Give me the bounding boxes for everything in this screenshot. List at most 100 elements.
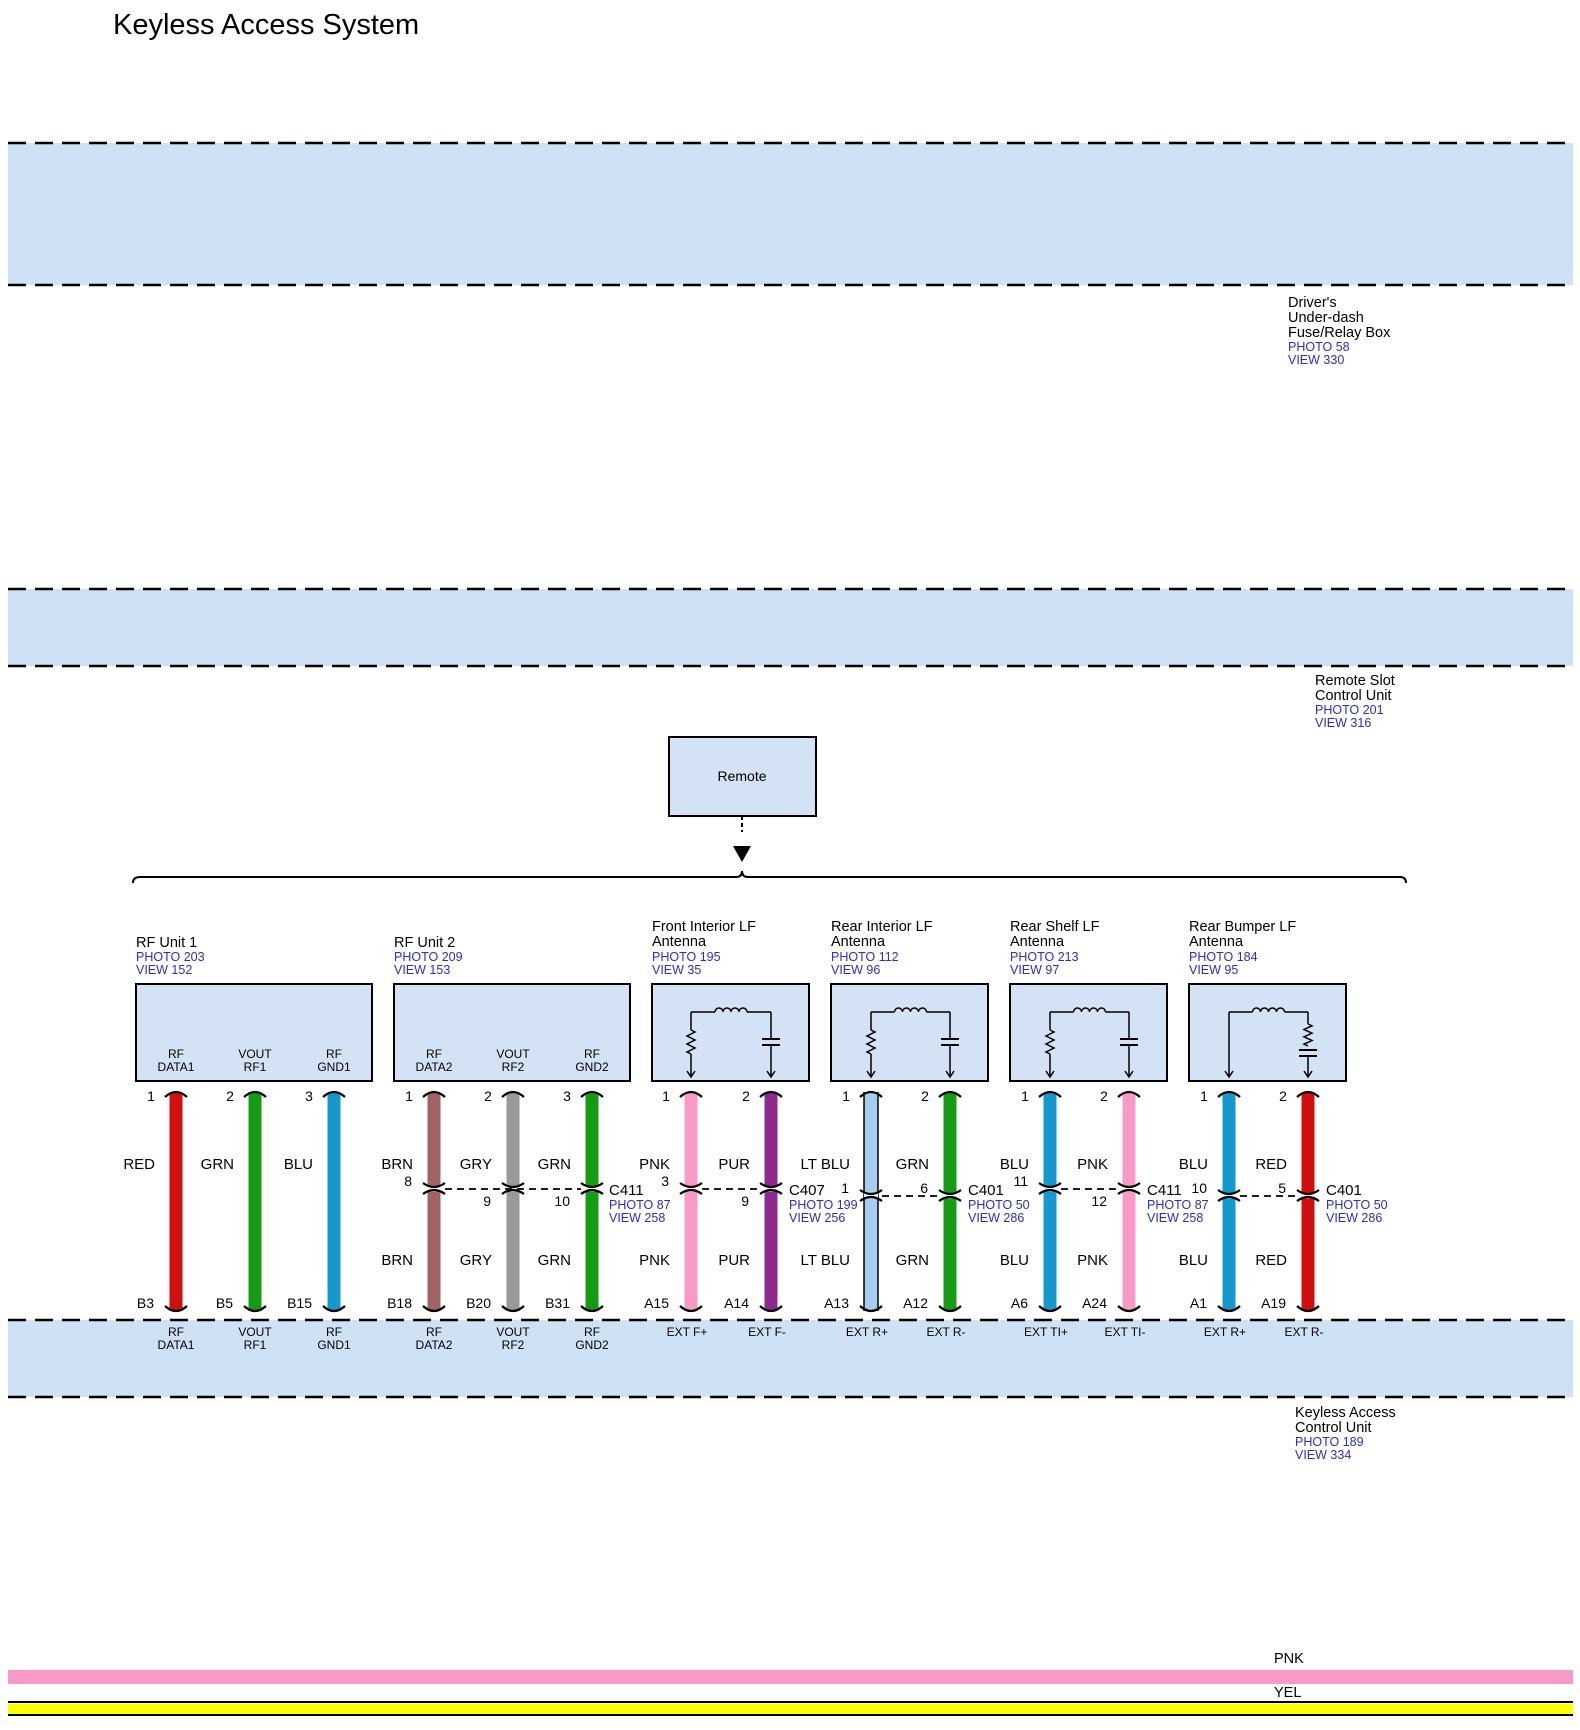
rear-interior-antenna-box — [830, 983, 989, 1082]
wire-color-label-lower: PNK — [1077, 1252, 1108, 1269]
rf-unit-1-photo-link[interactable]: PHOTO 203 — [136, 950, 205, 964]
connector-clip-icon — [938, 1189, 962, 1196]
page-title: Keyless Access System — [113, 9, 419, 41]
unit-pin-label-line-2: GND2 — [575, 1338, 609, 1352]
pin-clip-icon — [1217, 1090, 1241, 1098]
wire-color-label: LT BLU — [801, 1156, 850, 1173]
pin-clip-icon — [1296, 1090, 1320, 1098]
unit-pin-label-line-2: RF1 — [244, 1338, 267, 1352]
connector-clip-icon — [501, 1188, 525, 1195]
rear-bumper-antenna-photo-link[interactable]: PHOTO 184 — [1189, 950, 1258, 964]
antenna-schematics — [685, 1007, 1317, 1079]
antenna-circuit — [1224, 1007, 1317, 1079]
rear-bumper-antenna-name-2: Antenna — [1189, 934, 1244, 950]
wire-top-pin-number: 3 — [563, 1088, 571, 1104]
pin-clip-icon — [243, 1090, 267, 1098]
rear-bumper-antenna-view-link[interactable]: VIEW 95 — [1189, 963, 1238, 977]
remote-slot-photo-link[interactable]: PHOTO 201 — [1315, 703, 1384, 717]
connector-clip-icon — [1296, 1195, 1320, 1202]
connector-clip-icon — [422, 1182, 446, 1189]
connector-clip-icon — [1038, 1188, 1062, 1195]
wire-bottom-pin-number: B5 — [216, 1295, 233, 1311]
wire-color-label-lower: BRN — [381, 1252, 413, 1269]
wire-color-label: BLU — [284, 1156, 313, 1173]
front-antenna-photo-link[interactable]: PHOTO 195 — [652, 950, 721, 964]
connector-clip-icon — [1217, 1189, 1241, 1196]
rear-interior-antenna-name-1: Rear Interior LF — [831, 919, 933, 935]
rf-unit-1-pin-1-line-1: RF — [168, 1047, 184, 1061]
pin-clip-icon — [422, 1090, 446, 1098]
rear-shelf-antenna-box — [1009, 983, 1168, 1082]
rf-unit-2-view-link[interactable]: VIEW 153 — [394, 963, 450, 977]
front-antenna-view-link[interactable]: VIEW 35 — [652, 963, 701, 977]
connector-photo-link: PHOTO 87 — [609, 1198, 671, 1212]
remote-slot-label-1: Remote Slot — [1315, 673, 1395, 689]
wire-color-label: BRN — [381, 1156, 413, 1173]
wire-color-label: RED — [1255, 1156, 1287, 1173]
rf-unit-1-view-link[interactable]: VIEW 152 — [136, 963, 192, 977]
pin-clip-icon — [938, 1305, 962, 1313]
connector-clip-icon — [1038, 1182, 1062, 1189]
wire-color-label-lower: RED — [1255, 1252, 1287, 1269]
rear-interior-antenna-view-link[interactable]: VIEW 96 — [831, 963, 880, 977]
connector-pin-number: 9 — [741, 1193, 749, 1209]
remote-slot-label-2: Control Unit — [1315, 688, 1392, 704]
fuse-box-label-2: Under-dash — [1288, 310, 1364, 326]
keyless-unit-label-2: Control Unit — [1295, 1420, 1372, 1436]
connector-name: C401 — [1326, 1182, 1362, 1199]
rear-bumper-antenna-name-1: Rear Bumper LF — [1189, 919, 1296, 935]
rf-unit-1-box — [135, 983, 373, 1082]
pin-clip-icon — [1117, 1305, 1141, 1313]
unit-pin-label-line-1: RF — [168, 1325, 184, 1339]
remote-slot-zone — [8, 589, 1573, 666]
rear-shelf-antenna-view-link[interactable]: VIEW 97 — [1010, 963, 1059, 977]
pin-arrow-icon — [1045, 1070, 1055, 1079]
keyless-unit-photo-link[interactable]: PHOTO 189 — [1295, 1435, 1364, 1449]
pin-clip-icon — [679, 1090, 703, 1098]
fuse-box-view-link[interactable]: VIEW 330 — [1288, 353, 1344, 367]
pin-clip-icon — [501, 1090, 525, 1098]
connector-name: C411 — [1147, 1182, 1182, 1199]
unit-pin-label: EXT R+ — [1204, 1325, 1246, 1339]
keyless-unit-view-link[interactable]: VIEW 334 — [1295, 1448, 1351, 1462]
rf-unit-2-photo-link[interactable]: PHOTO 209 — [394, 950, 463, 964]
unit-pin-label-line-1: VOUT — [238, 1325, 272, 1339]
legend-yel-label: YEL — [1274, 1685, 1301, 1701]
remote-slot-view-link[interactable]: VIEW 316 — [1315, 716, 1371, 730]
fuse-box-photo-link[interactable]: PHOTO 58 — [1288, 340, 1350, 354]
pin-clip-icon — [580, 1305, 604, 1313]
wire-color-label: GRN — [201, 1156, 234, 1173]
connector-view-link: VIEW 286 — [968, 1211, 1024, 1225]
keyless-unit-label-1: Keyless Access — [1295, 1405, 1396, 1421]
connector-pin-number: 12 — [1091, 1193, 1107, 1209]
rear-shelf-antenna-name-2: Antenna — [1010, 934, 1065, 950]
wire-bottom-pin-number: A24 — [1082, 1295, 1107, 1311]
rf-unit-2-pin-1-line-2: DATA2 — [416, 1060, 453, 1074]
front-antenna-name-1: Front Interior LF — [652, 919, 756, 935]
connector-view-link: VIEW 256 — [789, 1211, 845, 1225]
connector-clip-icon — [580, 1182, 604, 1189]
pin-clip-icon — [759, 1305, 783, 1313]
wire-color-label: BLU — [1000, 1156, 1029, 1173]
device-labels: RF Unit 1 PHOTO 203 VIEW 152 RF Unit 2 P… — [136, 919, 1296, 977]
inductor-icon — [893, 1007, 928, 1013]
pin-arrow-icon — [866, 1070, 876, 1079]
rear-interior-antenna-photo-link[interactable]: PHOTO 112 — [831, 950, 899, 964]
connector-clip-icon — [679, 1188, 703, 1195]
pin-arrow-icon — [1224, 1070, 1234, 1079]
unit-pin-label-line-2: DATA2 — [416, 1338, 453, 1352]
wire-color-label-lower: LT BLU — [801, 1252, 850, 1269]
unit-pin-label: EXT TI- — [1105, 1325, 1146, 1339]
unit-pin-label: EXT R- — [926, 1325, 965, 1339]
wire-color-label-lower: BLU — [1179, 1252, 1208, 1269]
wire-bottom-pin-number: B3 — [137, 1295, 154, 1311]
wire-bottom-pin-number: A1 — [1190, 1295, 1207, 1311]
keyless-unit-zone — [8, 1320, 1573, 1397]
rear-shelf-antenna-photo-link[interactable]: PHOTO 213 — [1010, 950, 1079, 964]
resistor-icon — [1044, 1029, 1056, 1055]
pin-clip-icon — [679, 1305, 703, 1313]
wire-top-pin-number: 2 — [742, 1088, 750, 1104]
pin-clip-icon — [422, 1305, 446, 1313]
wire-top-pin-number: 1 — [405, 1088, 413, 1104]
unit-pin-label: EXT R- — [1284, 1325, 1323, 1339]
